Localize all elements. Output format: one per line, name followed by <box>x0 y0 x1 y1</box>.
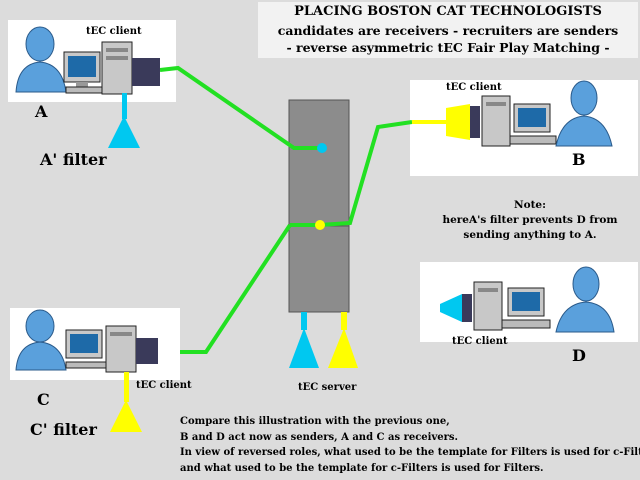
link-b-server <box>290 120 413 227</box>
client-c-label: tEC client <box>136 380 192 391</box>
link-c-server <box>180 223 292 354</box>
person-icon <box>555 80 613 147</box>
monitor-icon <box>63 51 107 94</box>
title-line-2: candidates are receivers - recruiters ar… <box>277 23 619 38</box>
title-line-1: PLACING BOSTON CAT TECHNOLOGISTS <box>294 4 602 19</box>
client-a <box>15 26 160 148</box>
caption-line-2: B and D act now as senders, A and C as r… <box>180 431 459 443</box>
client-a-label: tEC client <box>86 26 142 37</box>
note-line-3: sending anything to A. <box>463 229 597 241</box>
server-filter-cyan-icon <box>289 312 319 368</box>
server-tower <box>288 99 350 313</box>
client-c-letter: C <box>37 390 50 409</box>
note-line-2: hereA's filter prevents D from <box>442 214 618 226</box>
client-c-filter-label: C' filter <box>30 420 97 439</box>
client-c <box>15 309 158 432</box>
client-d-letter: D <box>572 346 586 365</box>
person-icon <box>15 309 67 371</box>
server-port-a <box>317 143 327 153</box>
client-b-label: tEC client <box>446 82 502 93</box>
caption-line-1: Compare this illustration with the previ… <box>180 416 450 427</box>
monitor-icon <box>507 103 557 145</box>
client-b-horn-icon <box>446 104 470 140</box>
caption-line-4: and what used to be the template for c-F… <box>180 462 544 474</box>
client-a-plug <box>132 58 160 86</box>
server-label: tEC server <box>298 382 357 393</box>
client-d <box>440 266 615 333</box>
client-c-plug <box>136 338 158 364</box>
link-a-server <box>159 65 322 150</box>
monitor-icon <box>65 329 107 369</box>
tower-icon <box>481 95 511 147</box>
monitor-icon <box>501 287 551 329</box>
tower-icon <box>105 325 137 373</box>
links <box>159 65 413 354</box>
note: Note: hereA's filter prevents D from sen… <box>440 198 620 243</box>
caption: Compare this illustration with the previ… <box>180 414 640 476</box>
server-filter-yellow-icon <box>328 312 358 368</box>
person-icon <box>15 26 67 93</box>
client-a-letter: A <box>35 102 48 121</box>
note-line-1: Note: <box>513 199 546 211</box>
client-b <box>446 80 613 147</box>
client-c-filter-icon <box>110 372 142 432</box>
person-icon <box>555 266 615 333</box>
client-a-filter-label: A' filter <box>40 150 107 169</box>
client-a-filter-icon <box>108 93 140 148</box>
caption-line-3: In view of reversed roles, what used to … <box>180 447 640 458</box>
title-line-3: - reverse asymmetric tEC Fair Play Match… <box>286 40 610 55</box>
tower-icon <box>101 41 133 95</box>
tower-icon <box>473 281 503 331</box>
client-d-label: tEC client <box>452 336 508 347</box>
client-b-letter: B <box>572 150 586 169</box>
title-box: PLACING BOSTON CAT TECHNOLOGISTS candida… <box>258 2 638 58</box>
client-d-horn-icon <box>440 294 462 322</box>
server-port-b <box>315 220 325 230</box>
